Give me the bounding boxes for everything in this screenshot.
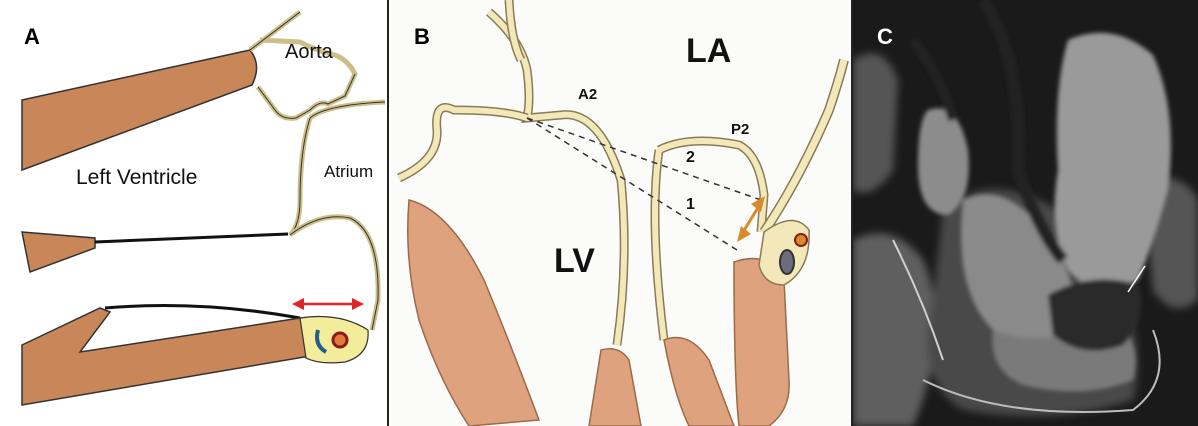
dashed-line-2 [527, 118, 761, 200]
posterior-wall [290, 217, 378, 330]
line-2-label: 2 [686, 150, 695, 166]
background-tissue [853, 233, 936, 426]
panel-a-drawing [0, 0, 389, 426]
panel-c-label: C [877, 26, 893, 48]
atrium-label: Atrium [324, 163, 373, 180]
panel-b-label: B [414, 26, 430, 48]
panel-b-drawing [389, 0, 853, 426]
posterior-atrial-wall [764, 60, 844, 232]
panel-a-label: A [24, 26, 40, 48]
coronary-sinus [780, 250, 794, 274]
la-label: LA [686, 34, 731, 68]
aorta-label: Aorta [285, 42, 333, 62]
upper-muscle [22, 50, 257, 170]
left-ventricle-label: Left Ventricle [76, 167, 197, 188]
circumflex-artery [795, 234, 807, 246]
lower-muscle [22, 308, 310, 405]
panel-a: A Aorta Left Ventricle Atrium [0, 0, 389, 426]
annular-motion-arrow [292, 298, 364, 310]
panel-b: B LA LV A2 P2 2 1 [389, 0, 853, 426]
middle-papillary-muscle [589, 349, 641, 426]
anterior-leaflet [95, 234, 288, 242]
posterior-leaflet [105, 306, 300, 318]
middle-muscle [22, 232, 95, 272]
p2-label: P2 [731, 122, 749, 137]
line-1-label: 1 [686, 197, 695, 213]
aorta-wall [250, 12, 355, 118]
a2-leaflet [489, 12, 624, 345]
lv-label: LV [554, 244, 595, 278]
dark-myocardium [1048, 279, 1141, 350]
panel-c: C [853, 0, 1198, 426]
vessel-red [333, 333, 347, 347]
a2-label: A2 [578, 87, 597, 102]
right-papillary-muscle [664, 338, 734, 426]
mri-image [853, 0, 1198, 426]
left-papillary-muscle [408, 200, 539, 426]
